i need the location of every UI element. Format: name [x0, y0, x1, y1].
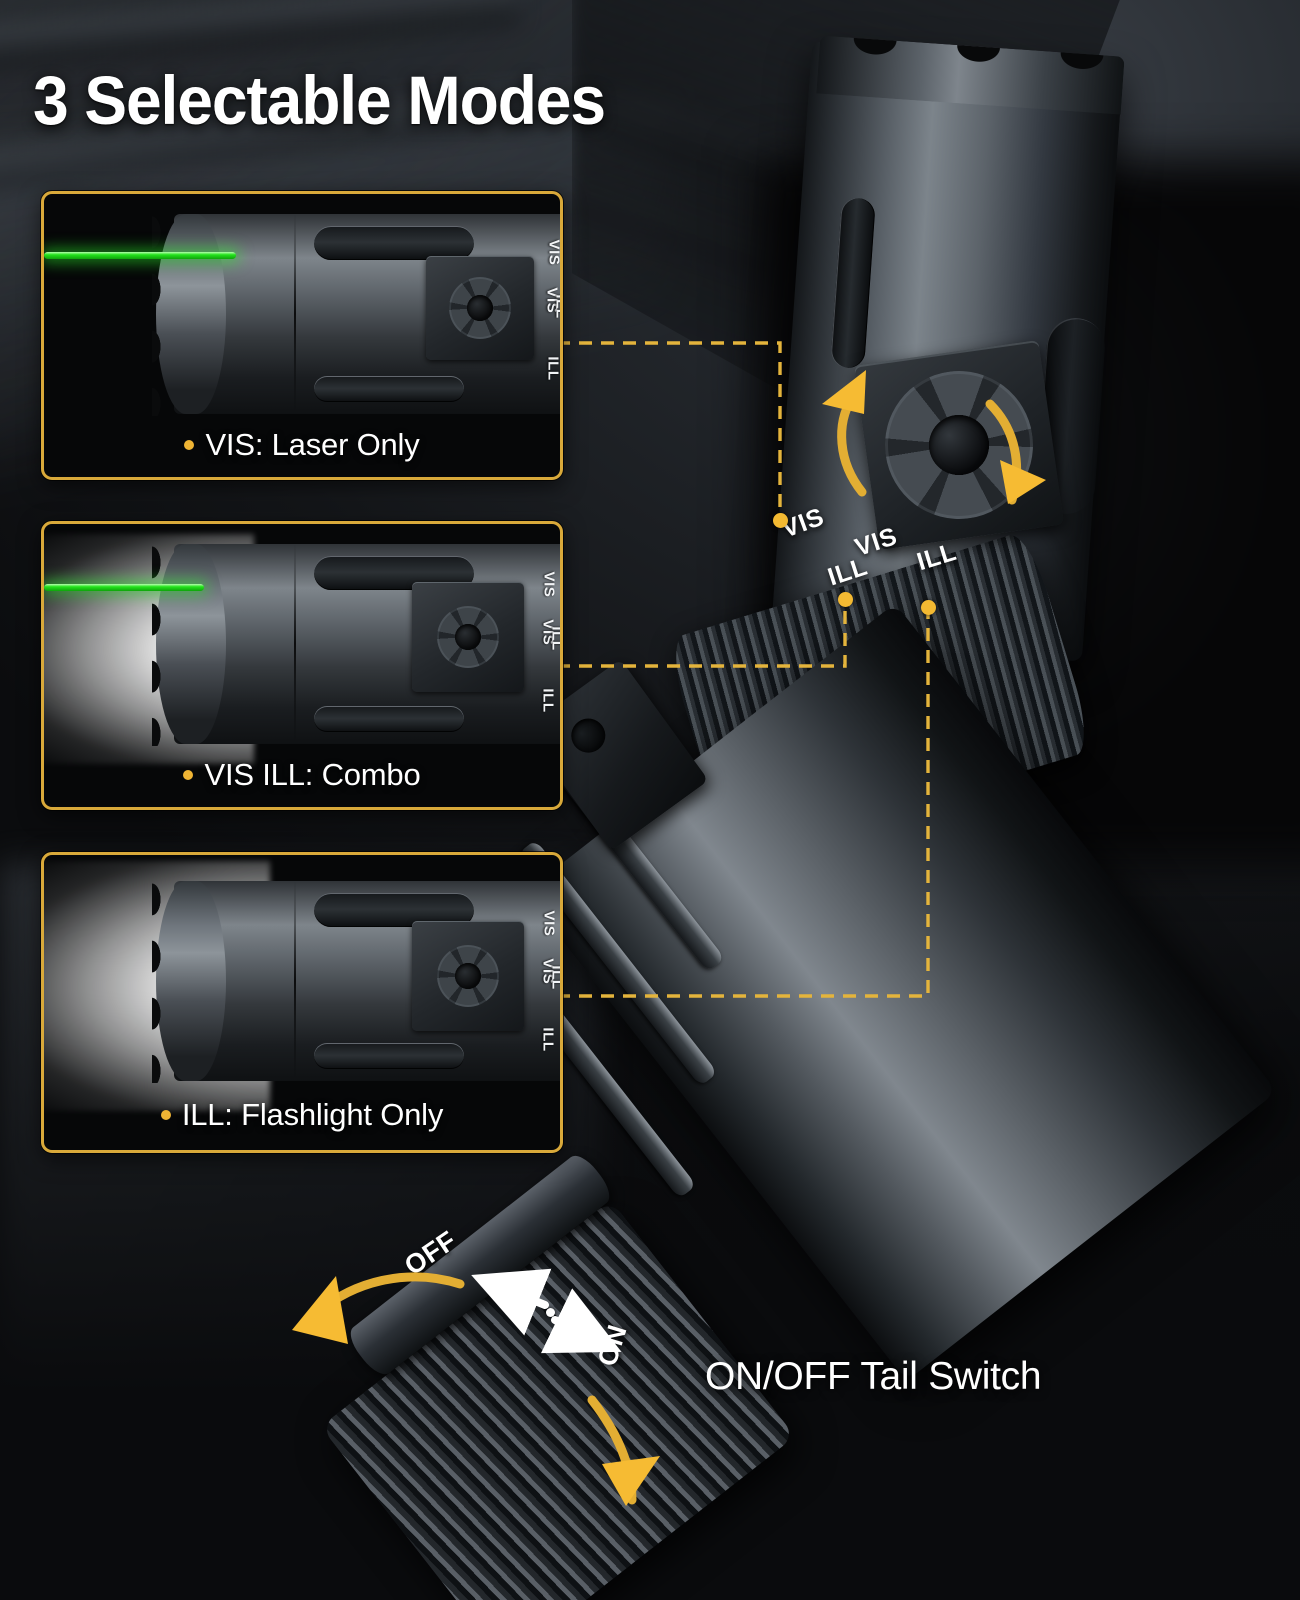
panel2-green-laser-beam — [44, 584, 204, 591]
mode-panel-vis-caption: VIS: Laser Only — [44, 427, 560, 463]
panel1-mark-vis-ill: VIS ILL — [534, 287, 560, 318]
panel3-body-seam — [294, 881, 296, 1081]
panel3-mark-vis: VIS — [540, 910, 558, 937]
mode-panel-vis-ill[interactable]: VIS VIS ILL ILL VIS ILL: Combo — [41, 521, 563, 810]
panel3-mark-ill-1: ILL — [548, 965, 560, 990]
panel2-body-seam — [294, 544, 296, 744]
mode-panel-ill-scene: VIS VIS ILL ILL — [44, 855, 560, 1150]
mode-label-vis-ill: VIS ILL: Combo — [204, 757, 421, 792]
mode-label-ill: ILL: Flashlight Only — [181, 1097, 444, 1132]
leader-dot-vis — [773, 513, 788, 528]
mode-panel-ill[interactable]: VIS VIS ILL ILL ILL: Flashlight Only — [41, 852, 563, 1153]
panel1-bottom-slot — [314, 376, 464, 402]
bullet-dot-ill — [160, 1110, 171, 1121]
page-title: 3 Selectable Modes — [33, 62, 606, 139]
panel3-mark-ill: ILL — [539, 1027, 557, 1052]
panel2-mark-vis: VIS — [540, 571, 558, 598]
panel1-green-laser-beam — [44, 252, 236, 259]
bullet-dot-vis — [184, 440, 195, 451]
mode-panel-vis-ill-scene: VIS VIS ILL ILL — [44, 524, 560, 807]
panel1-selector-dial — [426, 256, 534, 360]
panel2-mark-ill: ILL — [539, 688, 557, 713]
leader-dot-ill — [921, 600, 936, 615]
panel1-body-seam — [294, 214, 296, 414]
panel2-mark-ill-1: ILL — [548, 626, 560, 651]
tail-switch-caption: ON/OFF Tail Switch — [705, 1355, 1042, 1398]
background-dark-mass — [754, 160, 1300, 864]
mode-panel-vis[interactable]: VIS VIS ILL ILL VIS: Laser Only — [41, 191, 563, 480]
panel3-selector-dial — [412, 921, 524, 1031]
panel1-mark-ill: ILL — [544, 356, 560, 381]
panel1-mark-vis: VIS — [545, 239, 560, 266]
mode-label-vis: VIS: Laser Only — [205, 427, 420, 462]
panel2-bottom-slot — [314, 706, 464, 732]
mode-panel-vis-ill-caption: VIS ILL: Combo — [44, 757, 560, 793]
panel2-selector-gear-icon — [437, 606, 499, 668]
panel2-mark-vis-ill: VIS ILL — [530, 619, 560, 650]
panel1-top-slot — [314, 226, 474, 260]
mode-panel-ill-caption: ILL: Flashlight Only — [44, 1097, 560, 1133]
bullet-dot-vis-ill — [183, 770, 194, 781]
panel3-bottom-slot — [314, 1043, 464, 1069]
panel1-mark-ill-1: ILL — [552, 294, 560, 319]
panel1-selector-gear-icon — [449, 277, 511, 339]
leader-dot-vis-ill — [838, 592, 853, 607]
panel2-selector-dial — [412, 582, 524, 692]
panel3-selector-gear-icon — [437, 945, 499, 1007]
panel3-mark-vis-ill: VIS ILL — [530, 958, 560, 989]
panel3-bezel-scallops — [152, 879, 182, 1083]
panel2-bezel-scallops — [152, 542, 182, 746]
mode-panel-vis-scene: VIS VIS ILL ILL — [44, 194, 560, 477]
panel1-bezel-scallops — [152, 212, 182, 416]
